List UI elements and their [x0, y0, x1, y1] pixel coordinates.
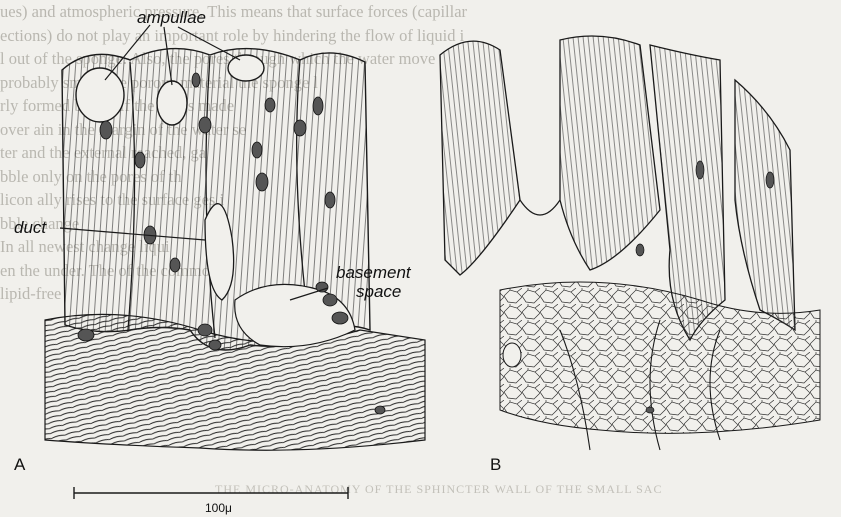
ampulla-right: [228, 55, 264, 81]
panel-label-b: B: [490, 455, 501, 474]
label-space: space: [356, 282, 401, 301]
panel-b-drawing: [440, 36, 820, 450]
ampulla-middle: [157, 81, 187, 125]
label-duct: duct: [14, 218, 47, 237]
scale-bar: 100μ: [74, 487, 348, 515]
ampulla-left: [76, 68, 124, 122]
label-ampullae: ampullae: [137, 8, 206, 27]
label-basement: basement: [336, 263, 412, 282]
scale-bar-label: 100μ: [205, 501, 232, 515]
panel-label-a: A: [14, 455, 26, 474]
panel-a-drawing: [45, 25, 425, 450]
